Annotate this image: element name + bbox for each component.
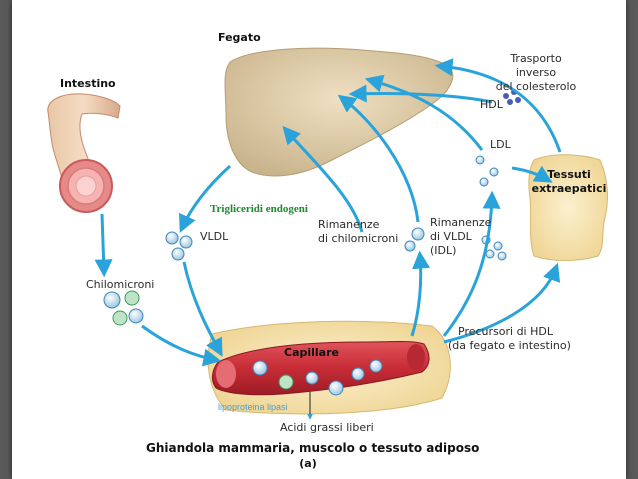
hdl-precursor-particles — [481, 235, 507, 261]
chylomicron-particles — [103, 290, 144, 326]
reverse-transport-line2: inverso — [516, 66, 557, 79]
endogenous-tg-label: Trigliceridi endogeni — [210, 203, 308, 215]
chylomicrons-label: Chilomicroni — [86, 278, 154, 291]
hdl-precursor-line2: (da fegato e intestino) — [448, 339, 571, 352]
chylo-remnants-line2: di chilomicroni — [318, 232, 398, 245]
arrow-liver-to-vldl — [179, 164, 232, 233]
vldl-particles — [165, 231, 193, 261]
tissues-label-line2: extraepatici — [532, 182, 607, 195]
arrow-idl-to-liver — [337, 94, 420, 223]
tissues-label-line1: Tessuti — [547, 168, 590, 181]
footer-caption: Ghiandola mammaria, muscolo o tessuto ad… — [146, 441, 479, 455]
vldl-remnants-line3: (IDL) — [430, 244, 456, 257]
arrow-capillary-to-hdl-precursor — [443, 262, 561, 344]
reverse-transport-line3: del colesterolo — [496, 80, 577, 93]
ldl-label: LDL — [490, 138, 512, 151]
capillary-particles — [252, 359, 383, 396]
arrow-chylo-remnants-to-liver — [282, 125, 364, 233]
arrows — [94, 58, 562, 367]
vldl-remnants-line1: Rimanenze — [430, 216, 492, 229]
intestine-organ — [47, 93, 121, 213]
hdl-label: HDL — [480, 98, 504, 111]
capillary-vessel — [211, 341, 430, 396]
capillary-label: Capillare — [284, 346, 339, 359]
arrow-vldl-to-capillary — [182, 261, 223, 357]
arrow-ldl-to-liver — [364, 74, 484, 151]
vldl-label: VLDL — [200, 230, 229, 243]
slide: Fegato Intestino Tessuti extraepatici Ca… — [12, 0, 626, 479]
arrow-intestine-to-chylomicrons — [94, 213, 113, 278]
panel-label: (a) — [299, 457, 316, 470]
hdl-precursor-line1: Precursori di HDL — [458, 325, 554, 338]
idl-particles — [404, 227, 425, 252]
arrow-idl-to-ldl — [442, 190, 501, 337]
arrow-tissue-to-reverse-transport — [434, 58, 562, 153]
arrow-hdl-to-liver — [348, 84, 493, 104]
lipase-label: lipoproteina lipasi — [218, 402, 288, 412]
ldl-particles — [475, 155, 499, 187]
arrow-capillary-to-idl — [410, 250, 431, 337]
liver-organ — [224, 47, 454, 177]
intestine-label: Intestino — [60, 77, 116, 90]
liver-label: Fegato — [218, 31, 261, 44]
arrow-chylomicrons-to-capillary — [141, 324, 222, 367]
arrow-ldl-to-tissue — [511, 165, 553, 183]
fatty-acids-label: Acidi grassi liberi — [280, 421, 374, 434]
reverse-transport-line1: Trasporto — [509, 52, 562, 65]
lipoprotein-transport-diagram: Fegato Intestino Tessuti extraepatici Ca… — [47, 31, 608, 470]
vldl-remnants-line2: di VLDL — [430, 230, 473, 243]
chylo-remnants-line1: Rimanenze — [318, 218, 380, 231]
